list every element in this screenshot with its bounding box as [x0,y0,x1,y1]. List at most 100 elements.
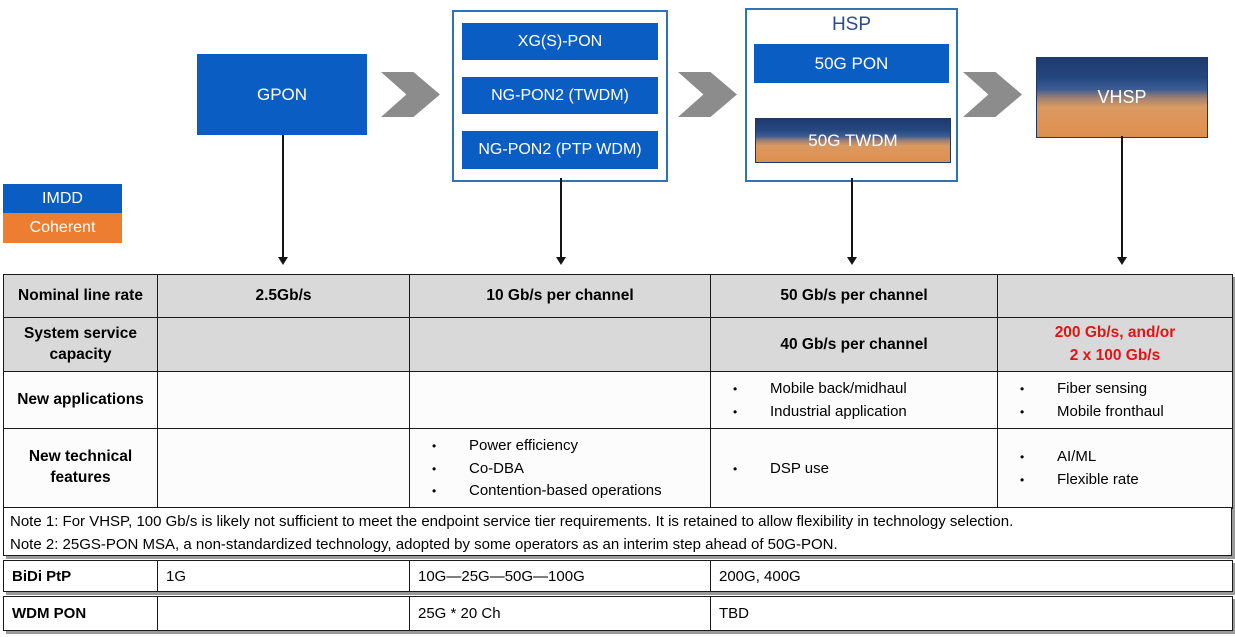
bullet-text: DSP use [770,459,829,477]
bullet-icon: • [1020,404,1025,419]
ng-pon2-ptp-wdm-box: NG-PON2 (PTP WDM) [462,131,658,169]
bullet-text: Co-DBA [469,459,525,477]
bullet-icon: • [1020,382,1025,396]
bullet-text: Power efficiency [469,437,578,454]
xgs-pon-box: XG(S)-PON [462,23,658,60]
arrow-down-icon [1117,257,1127,270]
ng-pon2-twdm-box: NG-PON2 (TWDM) [462,77,658,114]
row-label-bidi-ptp: BiDi PtP [3,560,158,592]
bullet-icon: • [1020,450,1025,465]
gpon-box: GPON [197,54,367,135]
cell-hsp-rate: 50 Gb/s per channel [710,274,998,318]
table-row: BiDi PtP 1G 10G—25G—50G—100G 200G, 400G [3,560,1233,592]
50g-pon-label: 50G PON [814,53,889,73]
ng-pon2-ptp-wdm-label: NG-PON2 (PTP WDM) [478,141,642,158]
bullet-text: Fiber sensing [1057,380,1148,397]
comparison-table: Nominal line rate 2.5Gb/s 10 Gb/s per ch… [3,274,1233,509]
table-row: Nominal line rate 2.5Gb/s 10 Gb/s per ch… [3,274,1233,318]
gpon-label: GPON [256,84,308,104]
bullet-icon: • [733,404,738,419]
chevron-right-icon [963,72,1022,117]
list-item: • Mobile back/midhaul [712,378,996,401]
row-label-wdm-pon: WDM PON [3,596,158,631]
bullet-icon: • [432,461,437,476]
bullet-icon: • [1020,472,1025,487]
note-2: Note 2: 25GS-PON MSA, a non-standardized… [10,535,838,553]
wdm-pon-table: WDM PON 25G * 20 Ch TBD [3,596,1233,631]
vhsp-box: VHSP [1036,57,1208,138]
connector-arrow [282,135,284,257]
list-item: • Mobile fronthaul [999,401,1231,424]
ng-pon2-twdm-label: NG-PON2 (TWDM) [491,86,629,104]
table-row: New applications • Mobile back/midhaul • I… [3,371,1233,429]
legend-coherent-label: Coherent [29,219,96,236]
50g-twdm-box: 50G TWDM [755,118,951,163]
xgs-pon-group: XG(S)-PON NG-PON2 (TWDM) NG-PON2 (PTP WD… [452,10,668,182]
table-row: System service capacity 40 Gb/s per chan… [3,317,1233,372]
bullet-text: Mobile fronthaul [1057,402,1164,420]
cell-gpon-capacity [157,317,410,372]
bullet-icon: • [733,461,738,476]
cell-bidi-gpon: 1G [157,560,410,592]
list-item: • Co-DBA [411,458,709,481]
cell-gpon-applications [157,371,410,429]
cell-xgs-features: • Power efficiency • Co-DBA • Contention-ba… [409,428,711,509]
bullet-text: Industrial application [770,402,907,420]
cell-vhsp-rate [997,274,1233,318]
vhsp-label: VHSP [1097,87,1147,107]
bidi-ptp-table: BiDi PtP 1G 10G—25G—50G—100G 200G, 400G [3,560,1233,592]
list-item: • Flexible rate [999,469,1231,492]
cell-gpon-features [157,428,410,509]
bullet-text: Mobile back/midhaul [770,380,907,397]
list-item: • Fiber sensing [999,378,1231,401]
cell-gpon-rate: 2.5Gb/s [157,274,410,318]
chevron-right-icon [678,72,737,117]
bullet-text: AI/ML [1057,448,1097,466]
notes-box: Note 1: For VHSP, 100 Gb/s is likely not… [3,507,1232,556]
legend-coherent: Coherent [3,213,122,243]
vhsp-capacity-line1: 200 Gb/s, and/or [1054,324,1176,342]
cell-hsp-features: • DSP use [710,428,998,509]
list-item: • Contention-based operations [411,480,709,503]
50g-twdm-label: 50G TWDM [808,130,898,150]
arrow-down-icon [847,257,857,270]
hsp-group-title: HSP [831,14,872,35]
vhsp-capacity-line2: 2 x 100 Gb/s [1069,346,1161,364]
bullet-icon: • [733,382,738,396]
cell-bidi-hsp: 200G, 400G [710,560,1233,592]
cell-xgs-capacity [409,317,711,372]
row-label-nominal-line-rate: Nominal line rate [3,274,158,318]
cell-xgs-rate: 10 Gb/s per channel [409,274,711,318]
row-label-new-applications: New applications [3,371,158,429]
row-label-system-service-capacity: System service capacity [3,317,158,372]
legend-imdd: IMDD [3,184,122,213]
list-item: • AI/ML [999,446,1231,469]
connector-arrow [560,178,562,257]
legend-imdd-label: IMDD [42,189,83,207]
cell-xgs-applications [409,371,711,429]
list-item: • Industrial application [712,401,996,424]
bullet-text: Flexible rate [1057,470,1139,488]
arrow-down-icon [556,257,566,270]
cell-bidi-xgs: 10G—25G—50G—100G [409,560,711,592]
xgs-pon-label: XG(S)-PON [517,32,603,50]
cell-vhsp-applications: • Fiber sensing • Mobile fronthaul [997,371,1233,429]
row-label-new-technical-features: New technical features [3,428,158,509]
bullet-icon: • [432,439,437,453]
cell-wdm-hsp: TBD [710,596,1233,631]
cell-wdm-gpon [157,596,410,631]
note-1: Note 1: For VHSP, 100 Gb/s is likely not… [10,513,1014,530]
cell-vhsp-features: • AI/ML • Flexible rate [997,428,1233,509]
table-row: WDM PON 25G * 20 Ch TBD [3,596,1233,631]
table-row: New technical features • Power efficiency… [3,428,1233,509]
bullet-text: Contention-based operations [469,482,662,499]
hsp-group: HSP 50G PON 50G TWDM [745,8,958,182]
connector-arrow [1121,136,1123,257]
bullet-icon: • [432,484,437,498]
50g-pon-box: 50G PON [754,44,949,83]
cell-hsp-applications: • Mobile back/midhaul • Industrial applica… [710,371,998,429]
connector-arrow [851,178,853,257]
chevron-right-icon [381,72,440,117]
list-item: • DSP use [712,458,996,481]
